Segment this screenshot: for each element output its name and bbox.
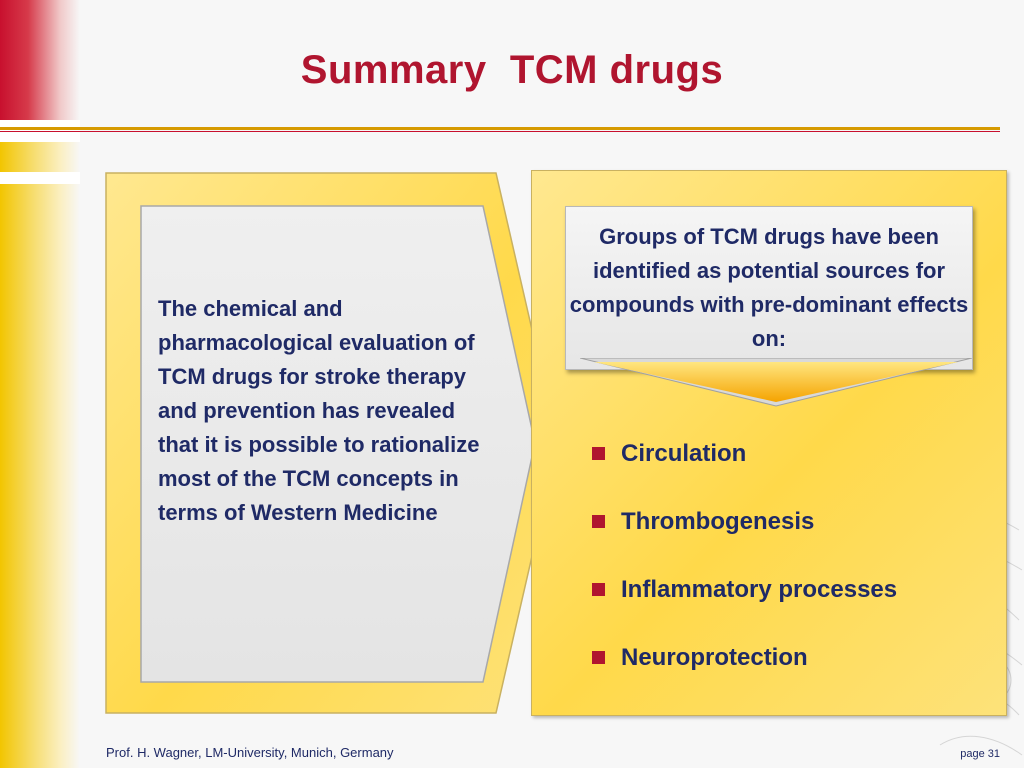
groups-callout-box: Groups of TCM drugs have been identified…	[565, 206, 973, 370]
list-item: Neuroprotection	[592, 644, 897, 712]
decor-band-yellow-small	[0, 142, 80, 172]
down-arrow-icon	[580, 358, 972, 407]
title-rule	[0, 127, 1000, 130]
decor-band-yellow	[0, 184, 80, 768]
effect-label: Thrombogenesis	[621, 508, 815, 535]
square-bullet-icon	[592, 651, 605, 664]
effect-label: Circulation	[621, 440, 747, 467]
decor-gap	[0, 172, 80, 184]
slide-title: Summary TCM drugs	[300, 48, 724, 92]
list-item: Circulation	[592, 440, 897, 508]
list-item: Inflammatory processes	[592, 576, 897, 644]
footer-page-number: page 31	[960, 748, 1000, 760]
chevron-shape	[105, 172, 559, 714]
footer-author: Prof. H. Wagner, LM-University, Munich, …	[106, 745, 394, 760]
square-bullet-icon	[592, 447, 605, 460]
title-rule-thin	[0, 131, 1000, 132]
decor-band-red	[0, 0, 80, 120]
effect-label: Inflammatory processes	[621, 576, 898, 603]
effect-label: Neuroprotection	[621, 644, 808, 671]
square-bullet-icon	[592, 583, 605, 596]
square-bullet-icon	[592, 515, 605, 528]
list-item: Thrombogenesis	[592, 508, 897, 576]
effects-list: Circulation Thrombogenesis Inflammatory …	[592, 440, 897, 712]
left-chevron-panel	[103, 170, 561, 716]
left-panel-text: The chemical and pharmacological evaluat…	[158, 296, 480, 525]
groups-callout-text: Groups of TCM drugs have been identified…	[569, 224, 969, 351]
